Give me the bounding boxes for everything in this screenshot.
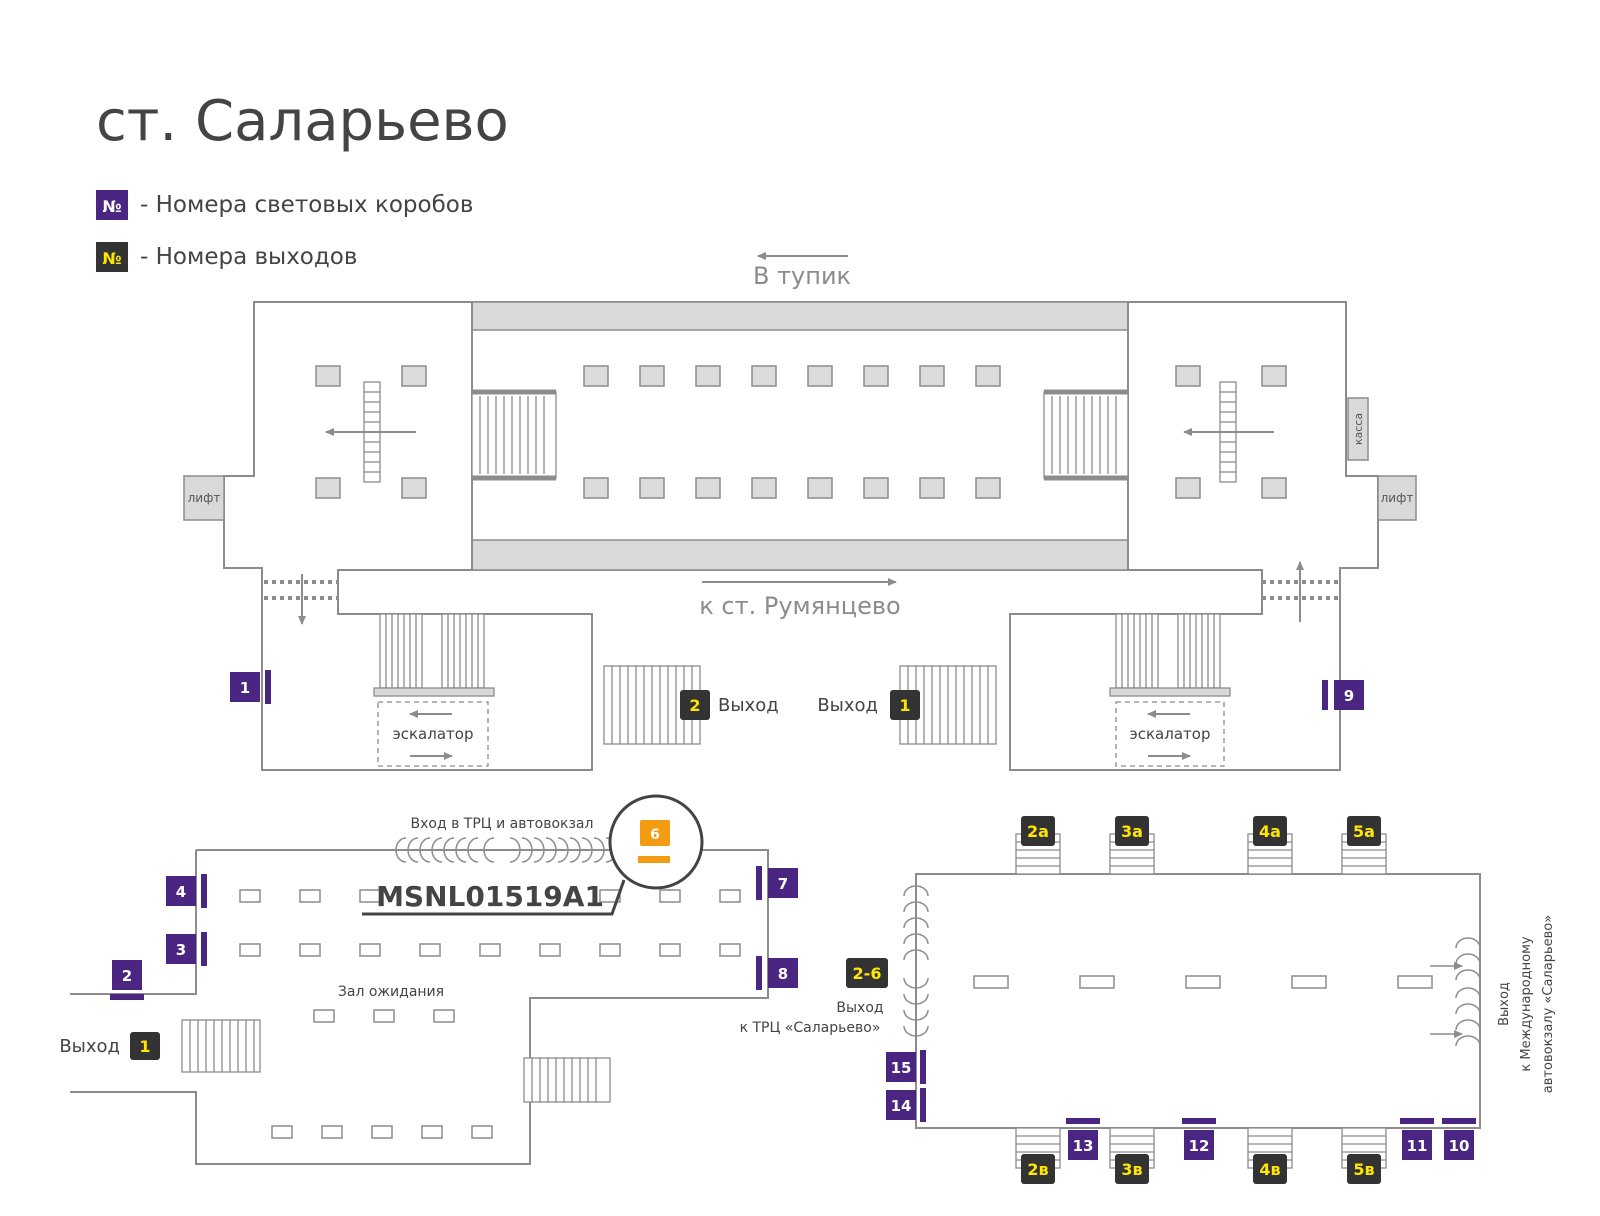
platform-columns bbox=[315, 365, 1287, 499]
exit-bus-label-2: к Международному bbox=[1519, 936, 1534, 1072]
exit-2-number: 2 bbox=[689, 696, 700, 715]
lightbox-10-number: 10 bbox=[1449, 1137, 1470, 1155]
terminal-passage: Выход к ТРЦ «Саларьево» Выход к Междунар… bbox=[740, 833, 1556, 1169]
lightbox-3: 3 bbox=[166, 932, 207, 966]
exit-1-lower: Выход 1 bbox=[59, 1032, 160, 1060]
exit-4v-number: 4в bbox=[1259, 1160, 1280, 1179]
entrance-mall-label: Вход в ТРЦ и автовокзал bbox=[411, 816, 594, 832]
dead-end-label: В тупик bbox=[753, 262, 851, 290]
exit-bus-label-1: Выход bbox=[1497, 982, 1512, 1026]
to-rumyantsevo-label: к ст. Румянцево bbox=[699, 592, 900, 620]
exit-2v-number: 2в bbox=[1027, 1160, 1048, 1179]
exit-4a-number: 4a bbox=[1259, 822, 1281, 841]
exit-2-label: Выход bbox=[718, 695, 779, 716]
lightbox-4: 4 bbox=[166, 874, 207, 908]
lightbox-14: 14 bbox=[886, 1088, 926, 1122]
exit-1-label: Выход bbox=[817, 695, 878, 716]
page-title: ст. Саларьево bbox=[96, 89, 509, 154]
exit-2-6-number: 2-6 bbox=[853, 964, 882, 983]
lightbox-3-number: 3 bbox=[176, 941, 186, 959]
waiting-hall-label: Зал ожидания bbox=[338, 984, 444, 1000]
exit-2a-number: 2a bbox=[1027, 822, 1049, 841]
exit-3v: 3в bbox=[1115, 1154, 1149, 1184]
exit-5a-number: 5a bbox=[1353, 822, 1375, 841]
lightbox-12: 12 bbox=[1182, 1118, 1216, 1160]
lightbox-9-number: 9 bbox=[1344, 687, 1354, 705]
exit-3a-number: 3a bbox=[1121, 822, 1143, 841]
exit-3v-number: 3в bbox=[1121, 1160, 1142, 1179]
escalator-right-label: эскалатор bbox=[1130, 725, 1211, 743]
exit-5a: 5a bbox=[1347, 816, 1381, 846]
passage-benches bbox=[973, 975, 1433, 989]
highlight-box-number: 6 bbox=[650, 827, 660, 843]
lift-left-label: лифт bbox=[188, 491, 221, 505]
lightbox-13-number: 13 bbox=[1073, 1137, 1094, 1155]
exit-2-upper: 2 Выход bbox=[680, 690, 779, 720]
lightbox-8-number: 8 bbox=[778, 965, 788, 983]
lightbox-9: 9 bbox=[1322, 680, 1364, 710]
exit-2-6: 2-6 bbox=[846, 958, 888, 988]
entrance-doors bbox=[395, 837, 617, 863]
lightbox-15: 15 bbox=[886, 1050, 926, 1084]
lightbox-12-number: 12 bbox=[1189, 1137, 1210, 1155]
lightbox-7-number: 7 bbox=[778, 875, 788, 893]
kassa-label: касса bbox=[1352, 413, 1365, 445]
legend-lightbox-text: - Номера световых коробов bbox=[140, 192, 473, 218]
exit-1-lower-label: Выход bbox=[59, 1036, 120, 1057]
legend-lightbox-symbol: № bbox=[102, 197, 121, 216]
exit-mall-label-1: Выход bbox=[836, 1000, 883, 1016]
lightbox-15-number: 15 bbox=[891, 1059, 912, 1077]
exit-bus-label-3: автовокзалу «Саларьево» bbox=[1541, 915, 1556, 1093]
lightbox-8: 8 bbox=[756, 956, 798, 990]
lightbox-1: 1 bbox=[230, 670, 271, 704]
waiting-hall: Вход в ТРЦ и автовокзал Зал ожидания bbox=[70, 816, 769, 1165]
lightbox-14-number: 14 bbox=[891, 1097, 912, 1115]
platform-level: лифт лифт касса к ст. Румянцево эскалато bbox=[183, 301, 1417, 771]
placement-code: MSNL01519A1 bbox=[376, 880, 604, 913]
lightbox-10: 10 bbox=[1442, 1118, 1476, 1160]
hall-benches bbox=[239, 889, 741, 1139]
lightbox-7: 7 bbox=[756, 866, 798, 900]
exit-1-upper: Выход 1 bbox=[817, 690, 920, 720]
exit-5v: 5в bbox=[1347, 1154, 1381, 1184]
exit-5v-number: 5в bbox=[1353, 1160, 1374, 1179]
exit-2a: 2a bbox=[1021, 816, 1055, 846]
highlight-lightbox-6: 6 MSNL01519A1 bbox=[362, 794, 704, 916]
lift-right-label: лифт bbox=[1381, 491, 1414, 505]
lightbox-4-number: 4 bbox=[176, 883, 186, 901]
exit-4v: 4в bbox=[1253, 1154, 1287, 1184]
lightbox-11-number: 11 bbox=[1407, 1137, 1428, 1155]
legend: № - Номера световых коробов № - Номера в… bbox=[96, 190, 473, 272]
exit-3a: 3a bbox=[1115, 816, 1149, 846]
lightbox-13: 13 bbox=[1066, 1118, 1100, 1160]
escalator-left-label: эскалатор bbox=[393, 725, 474, 743]
legend-exit-text: - Номера выходов bbox=[140, 244, 357, 270]
lightbox-1-number: 1 bbox=[240, 679, 250, 697]
legend-exit-symbol: № bbox=[102, 249, 121, 268]
lightbox-2: 2 bbox=[110, 960, 144, 1000]
exit-1-number: 1 bbox=[899, 696, 910, 715]
lightbox-2-number: 2 bbox=[122, 967, 132, 985]
exit-mall-label-2: к ТРЦ «Саларьево» bbox=[740, 1020, 881, 1036]
exit-4a: 4a bbox=[1253, 816, 1287, 846]
exit-2v: 2в bbox=[1021, 1154, 1055, 1184]
exit-1-lower-number: 1 bbox=[139, 1037, 150, 1056]
lightbox-11: 11 bbox=[1400, 1118, 1434, 1160]
